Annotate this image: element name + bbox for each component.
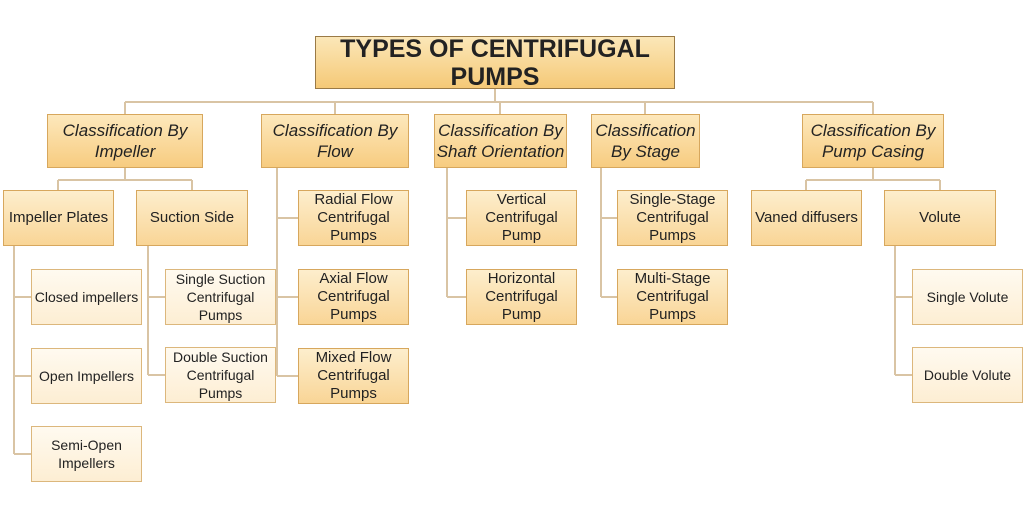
single-suction-pumps-node: Single Suction Centrifugal Pumps — [165, 269, 276, 325]
suction-side-node: Suction Side — [136, 190, 248, 246]
category-stage: Classification By Stage — [591, 114, 700, 168]
single-volute-node: Single Volute — [912, 269, 1023, 325]
semi-open-impellers-node: Semi-Open Impellers — [31, 426, 142, 482]
radial-flow-pumps-node: Radial Flow Centrifugal Pumps — [298, 190, 409, 246]
category-flow: Classification By Flow — [261, 114, 409, 168]
category-impeller: Classification By Impeller — [47, 114, 203, 168]
vertical-pump-node: Vertical Centrifugal Pump — [466, 190, 577, 246]
closed-impellers-node: Closed impellers — [31, 269, 142, 325]
mixed-flow-pumps-node: Mixed Flow Centrifugal Pumps — [298, 348, 409, 404]
axial-flow-pumps-node: Axial Flow Centrifugal Pumps — [298, 269, 409, 325]
horizontal-pump-node: Horizontal Centrifugal Pump — [466, 269, 577, 325]
volute-node: Volute — [884, 190, 996, 246]
category-pump-casing: Classification By Pump Casing — [802, 114, 944, 168]
open-impellers-node: Open Impellers — [31, 348, 142, 404]
diagram-title: TYPES OF CENTRIFUGAL PUMPS — [315, 35, 675, 91]
double-volute-node: Double Volute — [912, 347, 1023, 403]
double-suction-pumps-node: Double Suction Centrifugal Pumps — [165, 347, 276, 403]
single-stage-pumps-node: Single-Stage Centrifugal Pumps — [617, 190, 728, 246]
category-shaft-orientation: Classification By Shaft Orientation — [434, 114, 567, 168]
impeller-plates-node: Impeller Plates — [3, 190, 114, 246]
multi-stage-pumps-node: Multi-Stage Centrifugal Pumps — [617, 269, 728, 325]
vaned-diffusers-node: Vaned diffusers — [751, 190, 862, 246]
